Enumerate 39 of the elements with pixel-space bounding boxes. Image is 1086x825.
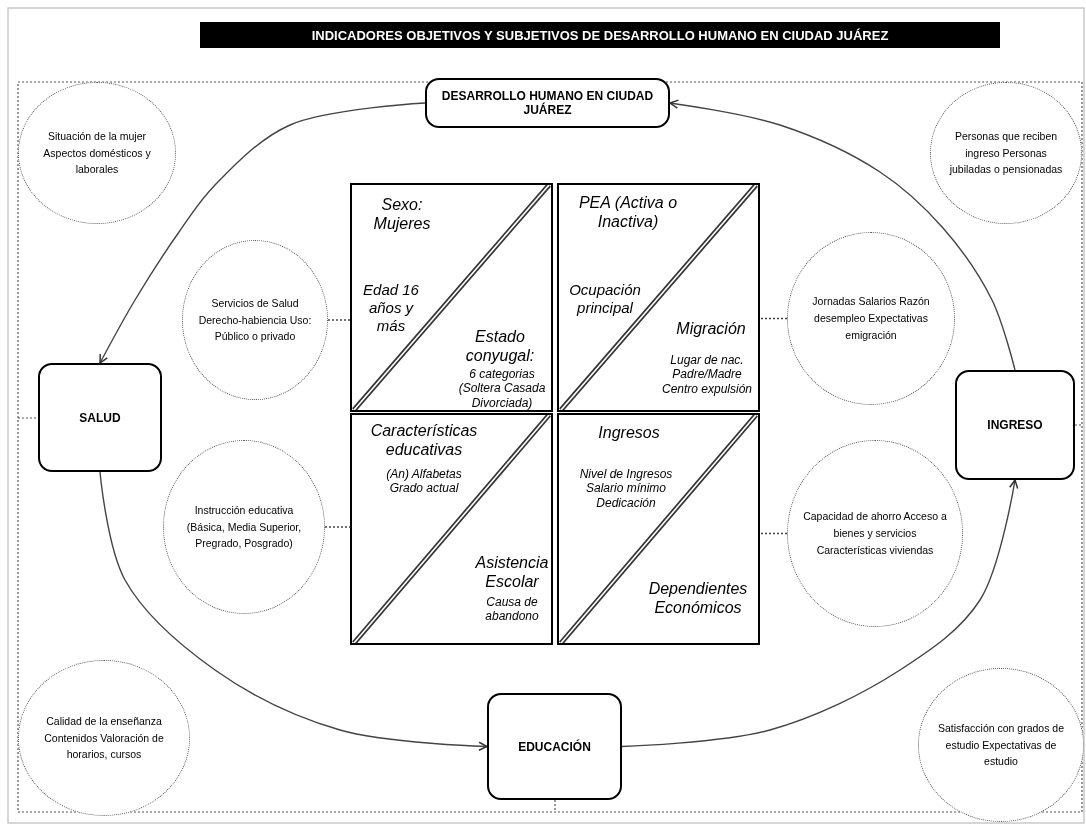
category-box (955, 370, 1075, 480)
circle-text: Servicios de Salud Derecho-habiencia Uso: Público o privado (197, 295, 313, 345)
curved-arrow (99, 102, 426, 364)
indicator-detail: Nivel de Ingresos Salario mínimo Dedicación (578, 467, 674, 511)
indicator-detail: (An) Alfabetas Grado actual (385, 467, 463, 496)
circle-text: Situación de la mujer Aspectos domésticos y laborales (42, 128, 152, 178)
indicator-detail: Lugar de nac. Padre/Madre Centro expulsión (660, 353, 754, 397)
category-box (487, 693, 622, 800)
dotted-connector (759, 532, 788, 535)
box-label: EDUCACIÓN (518, 739, 591, 754)
indicator-heading: Asistencia Escolar (474, 553, 550, 592)
indicator-detail: 6 categorias (Soltera Casada Divorciada) (457, 367, 547, 411)
curved-arrow (99, 471, 488, 751)
indicator-heading: Estado conyugal: (464, 327, 536, 366)
indicator-heading: Migración (675, 319, 747, 339)
box-label: SALUD (79, 410, 121, 425)
indicator-heading: Ingresos (597, 423, 661, 443)
indicator-heading: Sexo: Mujeres (372, 195, 432, 234)
indicator-heading: Características educativas (369, 421, 479, 460)
circle-text: Personas que reciben ingreso Personas jubiladas o pensionadas (948, 128, 1064, 178)
curved-arrow (669, 99, 1016, 371)
indicator-detail: Ocupación principal (568, 281, 642, 317)
circle-text: Instrucción educativa (Básica, Media Superior, Pregrado, Posgrado) (185, 502, 303, 552)
curved-arrow (621, 479, 1019, 748)
circle-text: Jornadas Salarios Razón desempleo Expectativas emigración (811, 294, 931, 343)
indicator-heading: Dependientes Económicos (647, 579, 749, 618)
box-label: INGRESO (987, 418, 1043, 432)
category-box (38, 363, 162, 472)
circle-text: Satisfacción con grados de estudio Expectativas de estudio (936, 720, 1066, 770)
dotted-connector (759, 317, 788, 320)
indicator-detail: Edad 16 años y más (362, 281, 420, 335)
category-box (425, 78, 670, 128)
box-label: DESARROLLO HUMANO EN CIUDAD JUÁREZ (440, 89, 655, 117)
indicator-heading: PEA (Activa o Inactiva) (577, 193, 679, 232)
title-banner: INDICADORES OBJETIVOS Y SUBJETIVOS DE DESARROLLO HUMANO EN CIUDAD JUÁREZ (200, 22, 1000, 48)
indicator-detail: Causa de abandono (484, 595, 540, 624)
dotted-connector (327, 319, 351, 321)
circle-text: Capacidad de ahorro Acceso a bienes y servicios Características viviendas (802, 509, 948, 558)
circle-text: Calidad de la enseñanza Contenidos Valoración de horarios, cursos (43, 713, 165, 763)
